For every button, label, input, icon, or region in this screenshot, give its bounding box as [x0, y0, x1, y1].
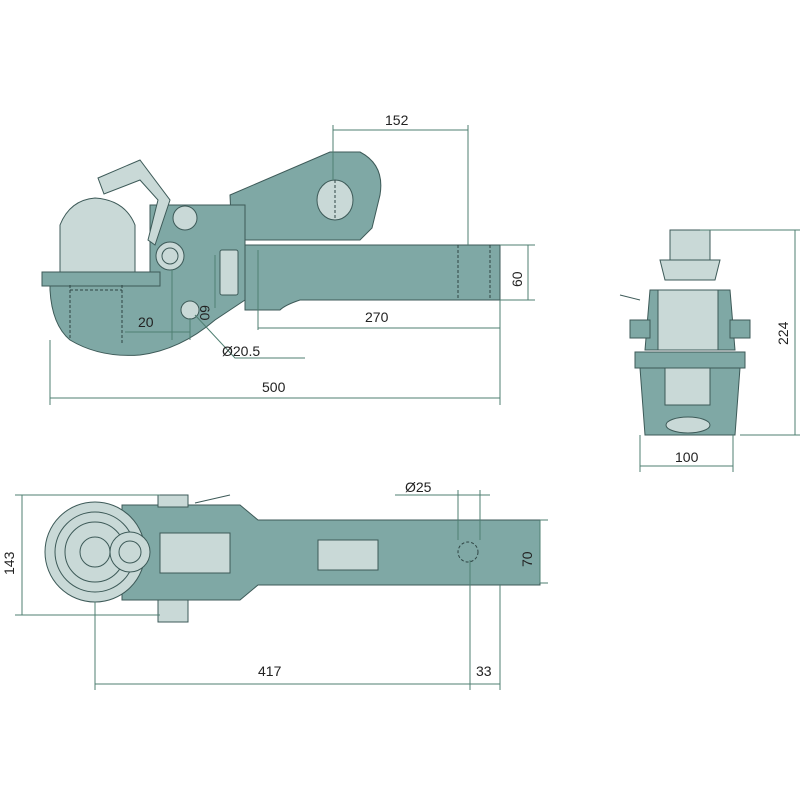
side-view-dimensions: 152 60 60 20 270 Ø20.5 500: [49, 112, 535, 405]
coupling-plan-view: [44, 494, 541, 623]
dim-pin-25: Ø25: [405, 479, 432, 495]
dim-60: 60: [509, 271, 525, 287]
dim-100: 100: [675, 449, 699, 465]
dim-224: 224: [775, 321, 791, 345]
front-view-dimensions: 224 100: [639, 229, 800, 472]
dim-hole-20-5: Ø20.5: [222, 343, 260, 359]
dim-60-vertical: 60: [197, 305, 213, 321]
dim-270: 270: [365, 309, 389, 325]
dim-70: 70: [519, 551, 535, 567]
coupling-side-view: [41, 151, 501, 356]
dim-33: 33: [476, 663, 492, 679]
dim-417: 417: [258, 663, 282, 679]
dim-143: 143: [1, 551, 17, 575]
dim-500: 500: [262, 379, 286, 395]
dim-152: 152: [385, 112, 409, 128]
coupling-front-view: [619, 229, 751, 436]
dim-20: 20: [138, 314, 154, 330]
plan-view-dimensions: Ø25 143 70 417 33: [1, 479, 548, 690]
